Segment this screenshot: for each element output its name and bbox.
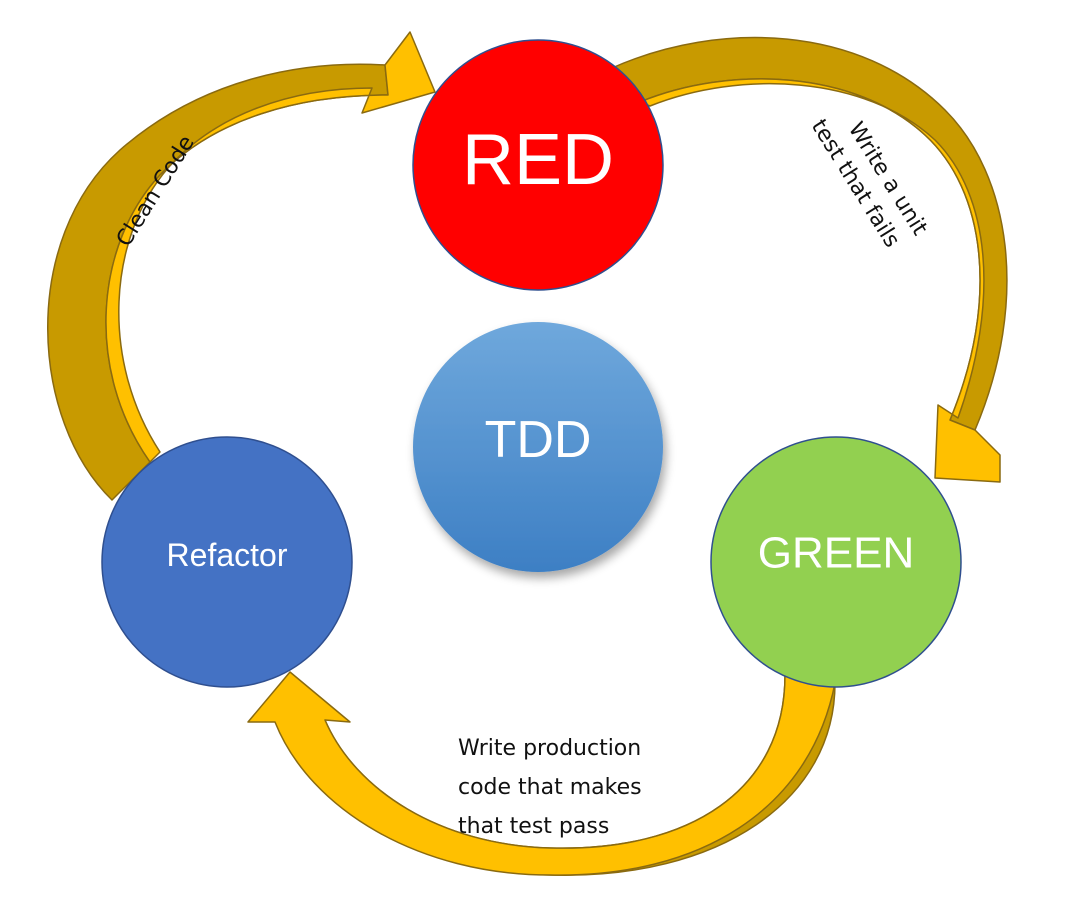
arrow-refactor-to-red-face [105, 31, 436, 463]
tdd-center-node: TDD [413, 322, 663, 572]
tdd-label: TDD [485, 411, 592, 469]
arrow-refactor-to-red [47, 31, 436, 501]
red-node: RED [412, 39, 664, 291]
green-circle [710, 436, 962, 688]
arrow-green-to-refactor-face [247, 671, 836, 876]
red-label: RED [462, 120, 614, 200]
refactor-circle [101, 436, 353, 688]
write-production-line-3: that test pass [458, 814, 609, 839]
arrow-green-to-refactor [247, 671, 836, 876]
tdd-circle [413, 322, 663, 572]
write-production-code-label: Write production code that makes that te… [458, 736, 649, 839]
write-production-line-2: code that makes [458, 775, 642, 800]
refactor-label: Refactor [167, 537, 288, 573]
arrow-red-to-green [611, 36, 1008, 483]
green-node: GREEN [710, 436, 962, 688]
write-production-line-1: Write production [458, 736, 641, 761]
refactor-node: Refactor [101, 436, 353, 688]
red-circle [412, 39, 664, 291]
green-label: GREEN [758, 529, 914, 578]
arrow-red-to-green-face [639, 78, 1001, 483]
